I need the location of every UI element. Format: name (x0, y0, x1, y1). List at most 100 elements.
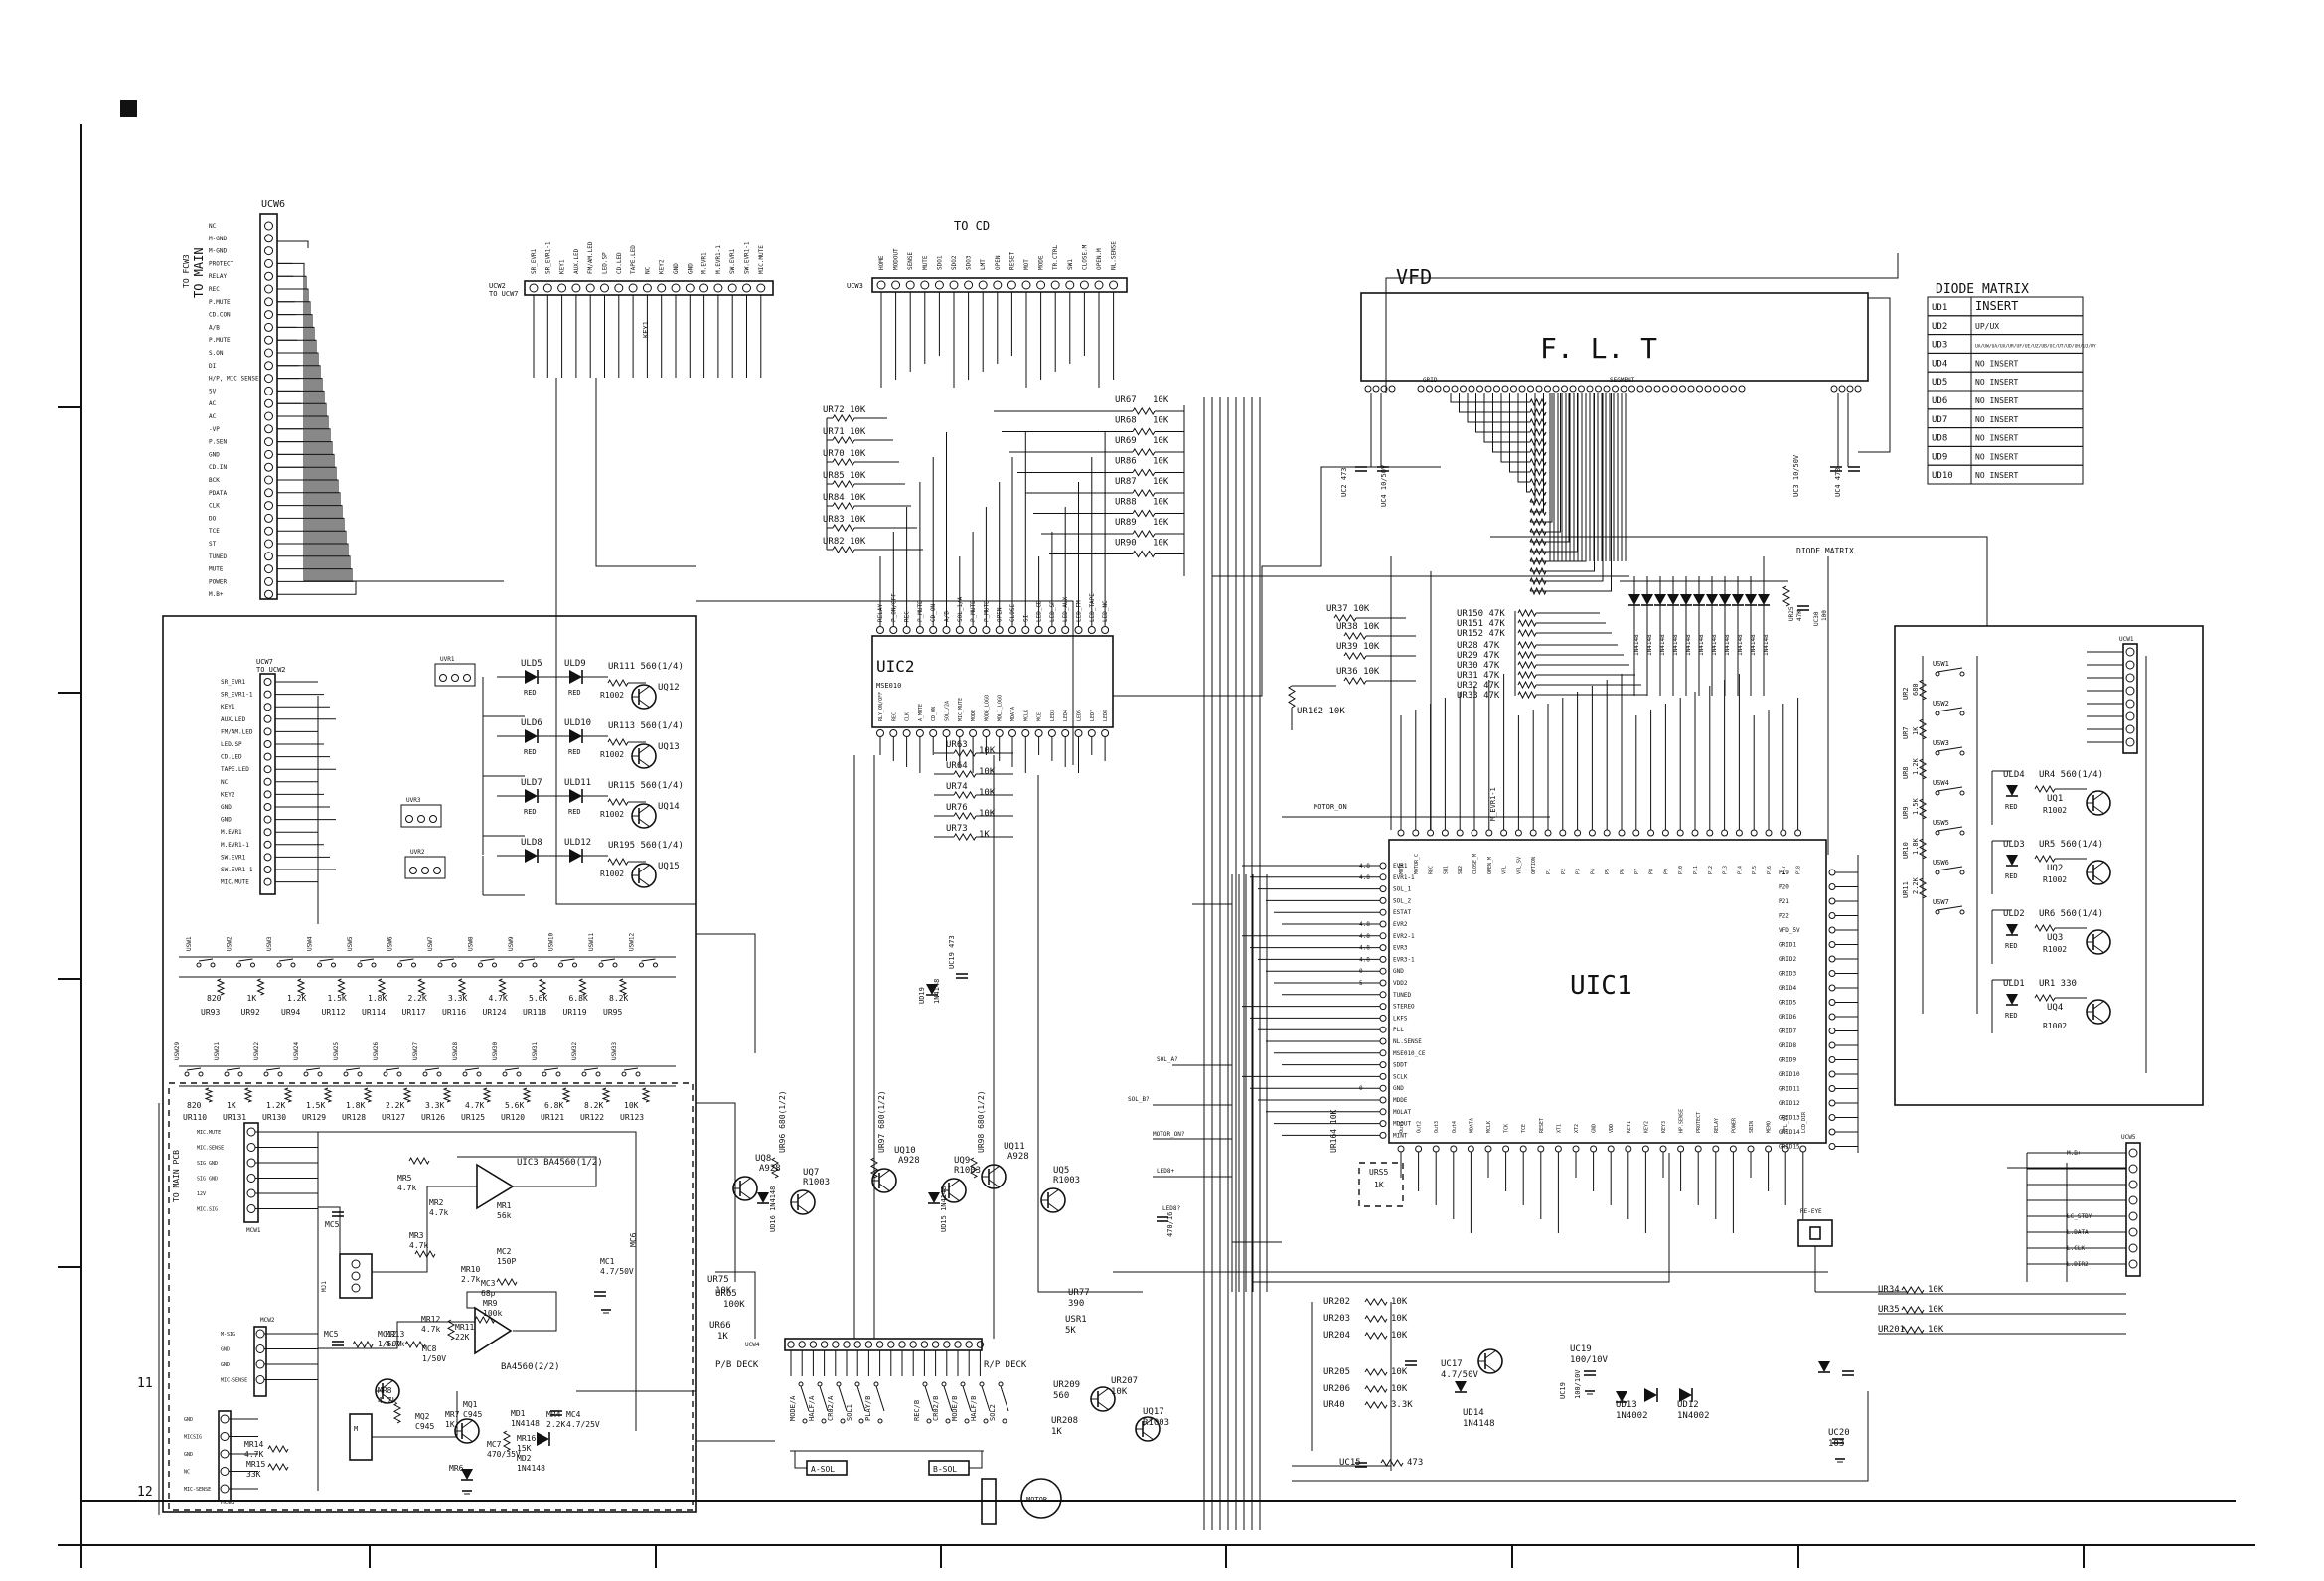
wire (385, 1067, 400, 1071)
diode-matrix-diode-icon (1719, 594, 1731, 606)
led-color: RED (524, 748, 537, 756)
ic-uic1-pin (1625, 1145, 1632, 1153)
resistor-value: 820 (187, 1101, 202, 1110)
connector-ucw7-pin (263, 803, 272, 811)
ic-uic1-pin-label: P2 (1561, 869, 1567, 874)
ic-uic1-pin (1691, 829, 1699, 837)
led-color: RED (568, 689, 581, 697)
ic-uic1-pin-label: EVR1-1 (1393, 874, 1415, 881)
zone-label-12: 12 (137, 1485, 153, 1500)
resistor-label: UR89 (1115, 518, 1137, 528)
switch-contact (1935, 870, 1940, 875)
wire (948, 1192, 961, 1202)
vfd-pin (1738, 385, 1746, 393)
diode-body (1680, 594, 1692, 605)
mic-cap-mc1: MC6 (629, 1232, 638, 1247)
diode-body (1455, 1381, 1467, 1392)
connector-ucw7-pin (263, 740, 272, 748)
diode-body (1628, 594, 1640, 605)
wire (878, 1169, 891, 1179)
wire (1113, 466, 1441, 697)
ic-uic1-pin (1706, 829, 1714, 837)
wire (186, 1067, 202, 1071)
switch-contact (331, 962, 336, 968)
ic-uic1-pin-label: KEY3 (1661, 1121, 1667, 1133)
connector-ucw2-pin-label: MIC.MUTE (758, 245, 765, 274)
switch-contact (873, 1381, 879, 1387)
wire (696, 1102, 736, 1282)
ic-uic1-pin (1828, 984, 1836, 992)
resistor-label: UR112 (322, 1008, 346, 1017)
led-color: RED (568, 808, 581, 816)
wire (638, 877, 651, 887)
wire (2092, 805, 2105, 815)
wire (595, 378, 696, 567)
connector-ucw2-pin-label: GND (673, 263, 680, 274)
switch-ref: USW2 (227, 936, 233, 951)
connector-ucw2-pin-label: FM/AM.LED (587, 241, 594, 274)
vfd-pin (1434, 385, 1442, 393)
ic-uic1-pin-label: SOL_1 (1393, 886, 1411, 893)
diode-matrix-value: UA/UW/UA/UX/UR/UF/UE/UZ/UB/UC/UT/UD/UH/U… (1975, 344, 2096, 350)
ic-uic1-pin (1828, 1028, 1836, 1034)
connector-ucw1-pin (2125, 673, 2135, 683)
wire (2092, 1014, 2105, 1024)
wire (856, 1385, 866, 1412)
diode-matrix-ref: UD5 (1932, 378, 1947, 388)
resistor-label: UR113 560(1/4) (608, 721, 684, 731)
connector-ucw4-body (784, 1338, 983, 1351)
connector-ucw7-pin (263, 866, 272, 873)
vfd-pin (1426, 385, 1433, 393)
wire (638, 804, 651, 814)
mic-connector3-pin-label: GND (184, 1452, 193, 1458)
ic-uic1-pin-label: P20 (1779, 884, 1789, 891)
wire (1500, 393, 1530, 463)
ic-uic1-pin-label: GRID15 (1779, 1144, 1800, 1151)
mic-part-value: 68p (481, 1289, 496, 1298)
mic-part-ref: MR6 (449, 1464, 464, 1473)
connector-ucw2-pin-label: KEY2 (659, 259, 666, 274)
diode-icon (1644, 1388, 1658, 1402)
transistor-icon (454, 1418, 480, 1444)
connector-ucw1-pin (2125, 711, 2135, 721)
vfd-cap-uc3: UC3 10/50V (1792, 454, 1800, 497)
ic-uic2-pin-label: CLK (905, 712, 911, 721)
switch-ref: USW3 (266, 936, 273, 951)
diode-icon (1818, 1361, 1830, 1373)
switch-ref: USW27 (412, 1042, 419, 1060)
connector-ucw4-pin (931, 1341, 940, 1348)
switch-contact (1935, 671, 1940, 677)
ic-uic1-pin-label: Out4 (1452, 1121, 1458, 1133)
resistor (538, 978, 547, 996)
ic-uic2-pin (915, 626, 924, 634)
ic-uic1-pin (1677, 1145, 1685, 1153)
ic-uic1-pin (1828, 1099, 1836, 1107)
diode-body (525, 670, 538, 684)
part-value: 100K (723, 1300, 745, 1310)
connector-ucw6-pin (264, 424, 273, 434)
led-icon (569, 670, 583, 684)
mic-connector3-pin (220, 1432, 230, 1441)
capacitor-icon (1842, 1370, 1854, 1376)
connector-ucw3-pin-label: SW1 (1067, 259, 1074, 270)
ic-uic1-pin-label: SW1 (1443, 866, 1449, 874)
transistor-base-r: R1002 (2043, 1022, 2067, 1030)
diode-matrix-diode-icon (1628, 594, 1640, 606)
resistor-value: 2.2K (386, 1101, 404, 1110)
wire (943, 1385, 953, 1412)
usr-ref: URS5 (1369, 1168, 1388, 1177)
mic-part-value: 1N4148 (511, 1419, 540, 1428)
wire (623, 1067, 639, 1071)
connector-ucw7-note: TO UCW2 (256, 666, 286, 674)
part-ref: UR65 (715, 1289, 737, 1299)
ic-uic1-pin-label: RESET (1539, 1118, 1545, 1133)
switch-contact (941, 1381, 947, 1387)
deck-switch-label: PLAY/B (864, 1396, 872, 1421)
resistor (1782, 585, 1791, 607)
ic-uic2-pin-label: CD_ON (931, 707, 937, 721)
connector-ucw6-pin (264, 488, 273, 498)
resistor (1529, 427, 1547, 437)
resistor-value: 6.8K (569, 994, 588, 1003)
led-icon (525, 729, 539, 743)
transistor-part: R1003 (954, 1166, 981, 1176)
